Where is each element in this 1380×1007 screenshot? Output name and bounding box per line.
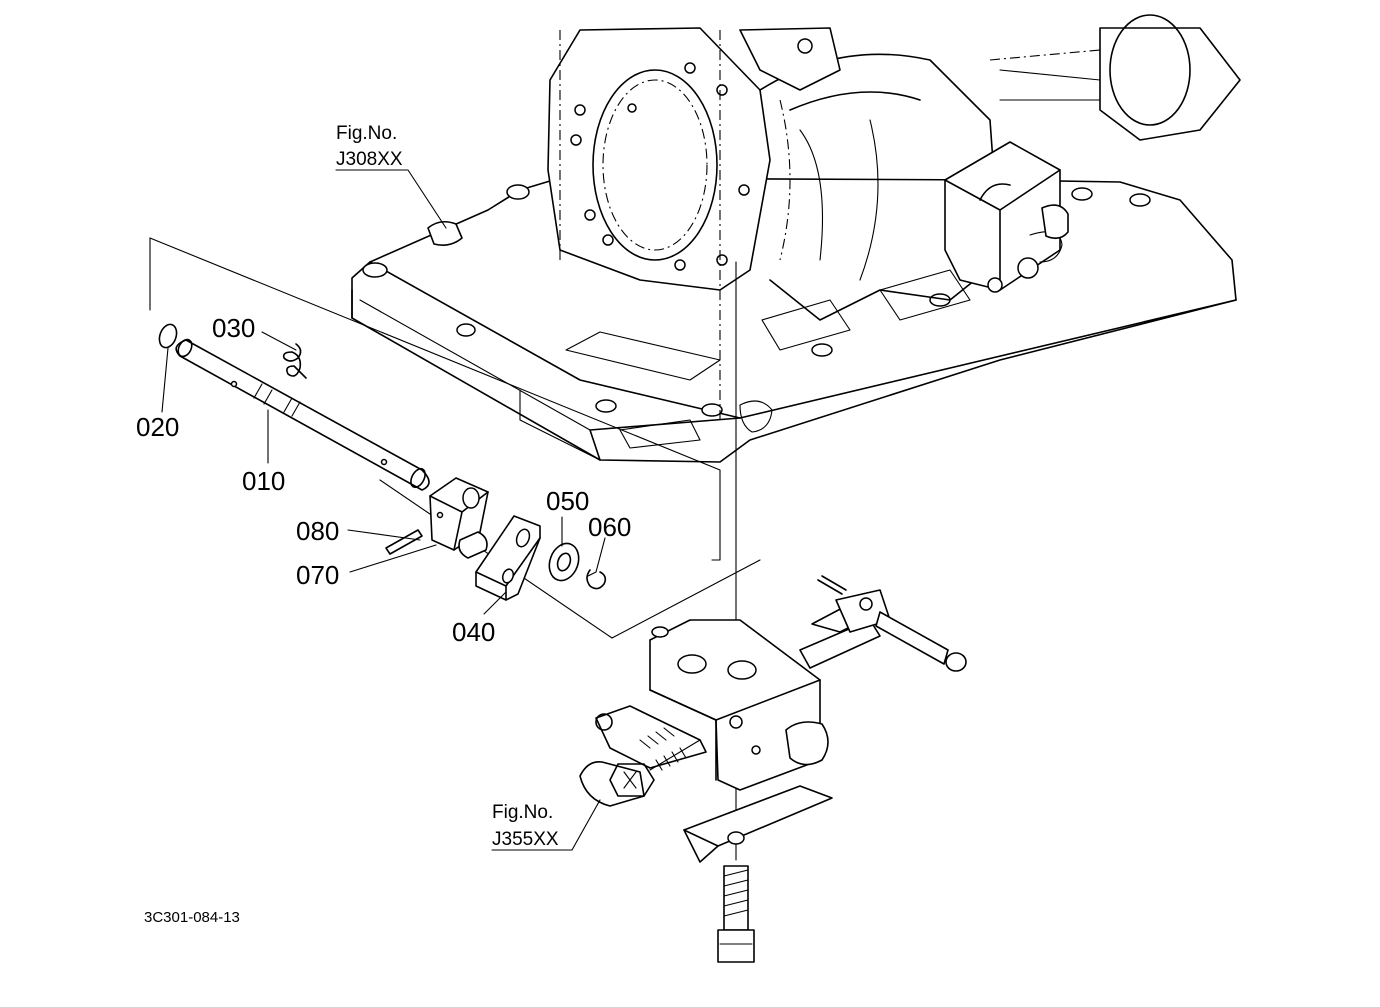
control-valve-assembly [579, 575, 967, 963]
callout-leaders [161, 331, 606, 615]
callout-030: 030 [212, 313, 255, 343]
figure-ref-upper: Fig.No. J308XX [335, 123, 447, 229]
part-020-o-ring [158, 323, 178, 349]
hydraulic-housing [351, 14, 1241, 463]
figure-ref-lower-line2: J355XX [492, 829, 559, 850]
callout-labels: 030 020 010 080 070 050 060 040 [136, 313, 631, 647]
figure-ref-lower-line1: Fig.No. [492, 802, 553, 823]
drawing-code: 3C301-084-13 [144, 909, 240, 926]
figure-ref-upper-line2: J308XX [336, 149, 403, 170]
callout-070: 070 [296, 560, 339, 590]
part-030-clip [282, 343, 307, 379]
callout-020: 020 [136, 412, 179, 442]
figure-ref-upper-line1: Fig.No. [336, 123, 397, 144]
callout-080: 080 [296, 516, 339, 546]
part-040-link-plate [475, 515, 541, 601]
callout-040: 040 [452, 617, 495, 647]
callout-010: 010 [242, 466, 285, 496]
callout-060: 060 [588, 512, 631, 542]
part-010-shaft [175, 338, 430, 491]
part-080-pin [385, 529, 423, 555]
callout-050: 050 [546, 486, 589, 516]
part-060-snap-ring [586, 569, 607, 590]
figure-ref-lower: Fig.No. J355XX [491, 799, 601, 851]
part-050-washer [548, 542, 580, 582]
part-070-lever-block [429, 477, 489, 559]
